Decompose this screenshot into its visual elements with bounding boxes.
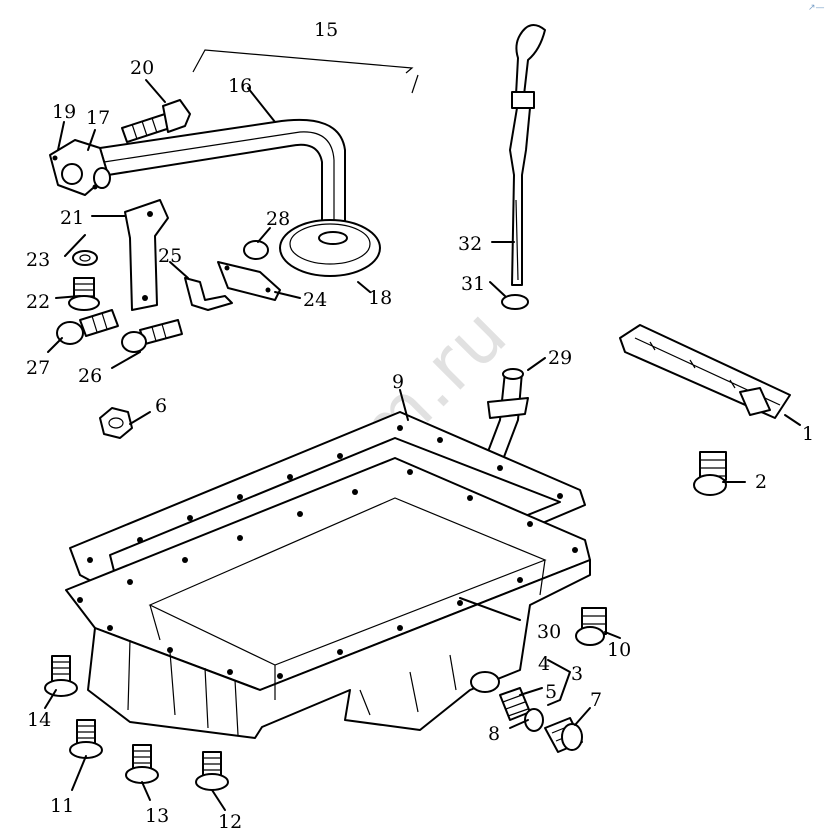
- label-14: 14: [27, 709, 51, 731]
- label-27: 27: [26, 357, 50, 379]
- label-24: 24: [303, 289, 327, 311]
- strainer-screen: [279, 219, 381, 277]
- clip-25: [184, 277, 233, 311]
- label-7: 7: [590, 689, 602, 711]
- bolt-12: [195, 751, 229, 791]
- label-19: 19: [52, 101, 76, 123]
- bolt-14: [44, 655, 78, 697]
- label-8: 8: [488, 723, 500, 745]
- label-10: 10: [607, 639, 631, 661]
- label-23: 23: [26, 249, 50, 271]
- part-labels: 1 2 3 4 5 6 7 8 9 10 11 12 13 14 15 16 1…: [26, 19, 814, 833]
- seal-31: [501, 294, 529, 310]
- bolt-22: [68, 277, 100, 311]
- washer-23: [72, 250, 98, 266]
- label-17: 17: [86, 107, 110, 129]
- dipstick: [501, 24, 546, 310]
- label-26: 26: [78, 365, 102, 387]
- drain-boss: [470, 671, 500, 693]
- label-28: 28: [266, 208, 290, 230]
- label-31: 31: [461, 273, 485, 295]
- corner-mark: ↗—: [808, 3, 825, 13]
- bolt-13: [125, 744, 159, 784]
- label-20: 20: [130, 57, 154, 79]
- bolt-26: [121, 319, 183, 353]
- nut-6: [99, 407, 133, 439]
- washer-8: [524, 708, 544, 732]
- label-9: 9: [392, 371, 404, 393]
- label-11: 11: [50, 795, 74, 817]
- drain-plug-7: [544, 717, 583, 753]
- label-5: 5: [545, 681, 557, 703]
- plate-24: [217, 261, 281, 301]
- nut-28: [243, 240, 269, 260]
- label-21: 21: [60, 207, 84, 229]
- pan-flange-holes: [77, 469, 578, 679]
- bolt-20: [121, 99, 191, 143]
- label-2: 2: [755, 471, 767, 493]
- label-32: 32: [458, 233, 482, 255]
- label-18: 18: [368, 287, 392, 309]
- bolt-2: [693, 451, 727, 496]
- label-4: 4: [538, 653, 550, 675]
- label-25: 25: [158, 245, 182, 267]
- label-22: 22: [26, 291, 50, 313]
- oil-strainer-assembly: [49, 49, 419, 311]
- leader-lines: [44, 79, 801, 811]
- label-6: 6: [155, 395, 167, 417]
- bolt-10: [575, 607, 607, 646]
- label-15: 15: [314, 19, 338, 41]
- label-16: 16: [228, 75, 252, 97]
- bolt-27: [56, 309, 119, 345]
- label-12: 12: [218, 811, 242, 833]
- baffle-plate: [619, 324, 791, 419]
- label-30: 30: [537, 621, 561, 643]
- label-3: 3: [571, 663, 583, 685]
- label-29: 29: [548, 347, 572, 369]
- label-13: 13: [145, 805, 169, 827]
- label-1: 1: [802, 423, 814, 445]
- bracket-21: [124, 199, 169, 311]
- oil-pan: [65, 457, 591, 739]
- bolt-11: [69, 719, 103, 759]
